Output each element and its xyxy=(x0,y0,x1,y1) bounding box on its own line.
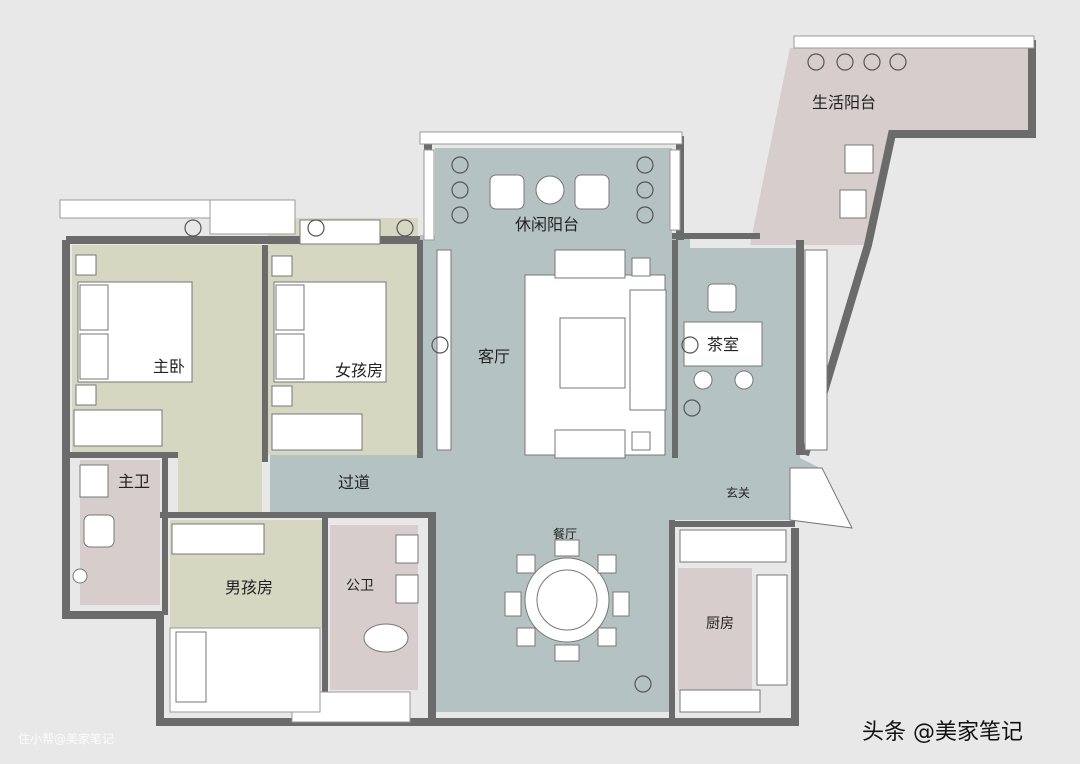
dining-chair-4 xyxy=(612,591,630,617)
wardrobe-girl xyxy=(271,413,363,451)
inner-walls xyxy=(66,233,795,722)
side-table-1 xyxy=(631,257,651,277)
wall-left-block xyxy=(62,240,436,726)
label-master-bedroom: 主卧 xyxy=(153,357,185,376)
tv-cabinet xyxy=(436,249,452,451)
pubbath-toilet xyxy=(363,623,409,653)
sofa-right xyxy=(629,289,667,411)
window-leisure-left xyxy=(423,149,435,241)
label-balcony-service: 生活阳台 xyxy=(812,93,876,112)
plant-icon xyxy=(636,181,654,199)
label-girl-room: 女孩房 xyxy=(335,361,383,380)
wall-right-block xyxy=(432,528,799,726)
plant-icon xyxy=(889,53,907,71)
zone-service-balcony xyxy=(750,48,1030,245)
plant-icon xyxy=(836,53,854,71)
plant-icon xyxy=(636,206,654,224)
label-corridor: 过道 xyxy=(338,473,370,492)
label-kitchen: 厨房 xyxy=(706,616,734,632)
window-service xyxy=(793,35,1035,49)
plant-icon xyxy=(307,219,325,237)
nightstand-girl-1 xyxy=(271,255,293,277)
label-tea-room: 茶室 xyxy=(707,335,739,354)
plant-icon xyxy=(451,156,469,174)
plant-icon xyxy=(683,399,701,417)
dining-lazy-susan xyxy=(536,569,598,631)
kitchen-counter-top xyxy=(679,529,787,563)
plant-icon xyxy=(681,336,699,354)
nightstand-master-1 xyxy=(75,254,97,276)
plant-icon xyxy=(807,53,825,71)
dining-chair-8 xyxy=(597,627,617,647)
window-master xyxy=(59,199,211,219)
window-leisure-right xyxy=(669,149,681,231)
pubbath-sink-1 xyxy=(395,534,419,564)
washer xyxy=(72,568,88,584)
room-labels: 生活阳台 休闲阳台 客厅 茶室 主卧 女孩房 过道 玄关 主卫 男孩房 公卫 餐… xyxy=(118,93,876,632)
dining-chair-6 xyxy=(597,554,617,574)
coffee-table xyxy=(559,317,626,389)
label-living-room: 客厅 xyxy=(478,347,510,366)
side-table-2 xyxy=(631,431,651,451)
table-leisure xyxy=(535,175,565,205)
desk-girl xyxy=(299,219,381,245)
plant-icon xyxy=(451,206,469,224)
label-dining-room: 餐厅 xyxy=(553,526,577,541)
dining-chair-3 xyxy=(504,591,522,617)
label-boy-room: 男孩房 xyxy=(225,578,273,597)
plant-icon xyxy=(636,156,654,174)
window-bay xyxy=(209,199,296,235)
kitchen-counter-right xyxy=(756,574,788,686)
sofa-top xyxy=(554,249,626,279)
plant-icon xyxy=(431,336,449,354)
watermark: 住小帮@美家笔记 xyxy=(18,732,115,746)
pillow-master-2 xyxy=(79,333,109,380)
label-master-bath: 主卫 xyxy=(118,472,150,491)
furniture xyxy=(72,144,874,713)
tea-stool-1 xyxy=(693,370,713,390)
pubbath-sink-2 xyxy=(395,574,419,604)
label-balcony-leisure: 休闲阳台 xyxy=(515,215,579,234)
tea-chair-top xyxy=(707,283,737,313)
entrance-door xyxy=(789,467,853,529)
plant-icon xyxy=(396,219,414,237)
wardrobe-boy xyxy=(171,523,265,555)
brand-text: 头条 @美家笔记 xyxy=(862,720,1023,745)
nightstand-girl-2 xyxy=(271,385,293,407)
balcony-sink xyxy=(839,189,867,219)
tea-table xyxy=(683,321,763,367)
dining-chair-5 xyxy=(516,554,536,574)
wardrobe-master xyxy=(73,409,163,447)
kitchen-counter-bottom xyxy=(679,689,761,713)
master-bath-sink xyxy=(79,464,109,498)
tea-stool-2 xyxy=(734,370,754,390)
nightstand-master-2 xyxy=(75,384,97,406)
plants xyxy=(184,53,907,693)
pillow-boy xyxy=(175,631,207,703)
plant-icon xyxy=(863,53,881,71)
master-bath-toilet xyxy=(83,514,115,548)
chair-leisure-1 xyxy=(489,174,525,210)
sofa-bottom xyxy=(554,429,626,459)
tea-cabinet xyxy=(804,249,828,451)
dining-chair-7 xyxy=(516,627,536,647)
dining-chair-2 xyxy=(554,644,580,662)
plant-icon xyxy=(634,675,652,693)
plant-icon xyxy=(451,181,469,199)
pillow-master-1 xyxy=(79,284,109,331)
label-public-bath: 公卫 xyxy=(346,578,374,594)
pillow-girl-2 xyxy=(275,333,305,380)
chair-leisure-2 xyxy=(574,174,610,210)
pillow-girl-1 xyxy=(275,284,305,331)
dining-chair-1 xyxy=(554,539,580,557)
label-entrance: 玄关 xyxy=(726,485,750,500)
balcony-washer xyxy=(844,144,874,174)
plant-icon xyxy=(184,219,202,237)
zone-kitchen xyxy=(678,568,752,690)
window-leisure-top xyxy=(419,131,683,145)
